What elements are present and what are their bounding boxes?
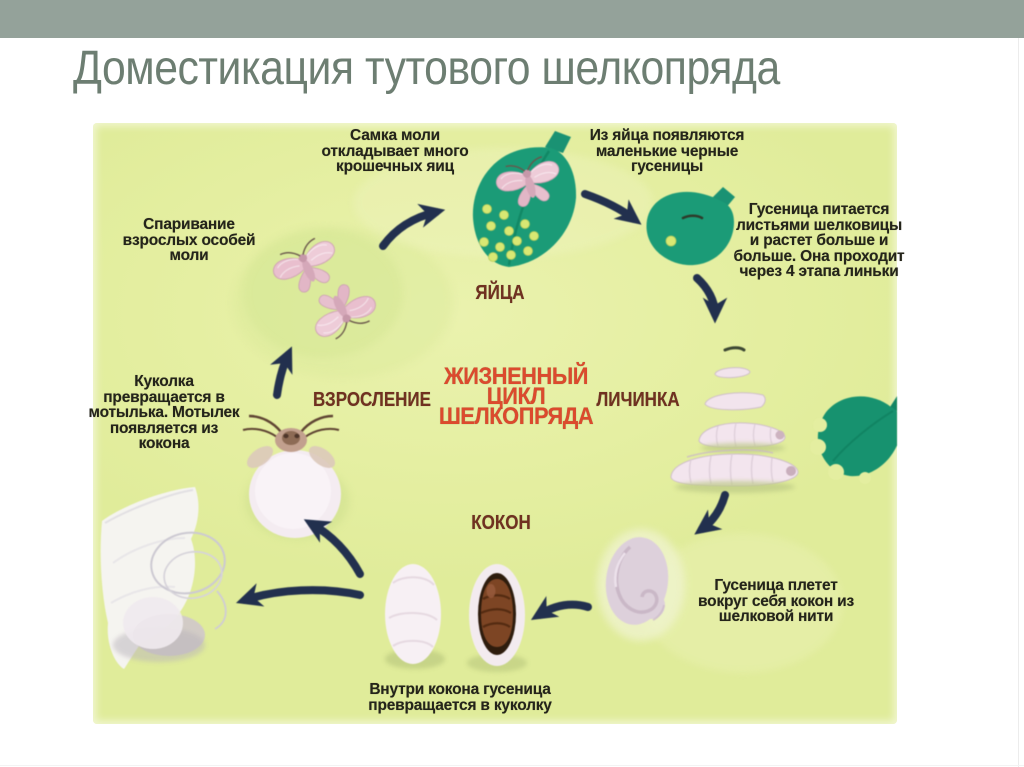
arrow-hatch-to-larva: [693, 274, 728, 324]
spinning-cocoon-illustration: [597, 529, 685, 641]
slide-title: Доместикация тутового шелкопряда: [73, 42, 780, 95]
stage-label-adult: ВЗРОСЛЕНИЕ: [312, 389, 432, 411]
stage-label-cocoon: КОКОН: [471, 512, 531, 534]
stage-label-larva: ЛИЧИНКА: [596, 389, 680, 411]
cycle-arrows: [235, 190, 729, 621]
annotation-female-lays-eggs: Самка моли откладывает много крошечных я…: [321, 127, 469, 175]
silk-fabric-illustration: [100, 487, 227, 669]
life-cycle-illustration: [100, 131, 897, 673]
slide-bottom-edge-line: [0, 765, 1024, 766]
arrow-spinning-to-cocoon: [530, 595, 592, 621]
egg-dots: [479, 204, 539, 262]
arrow-cocoon-to-silk: [235, 583, 364, 607]
stage-label-eggs: ЯЙЦА: [475, 282, 525, 304]
top-accent-bar: [0, 0, 1024, 38]
open-cocoon-pupa-illustration: [467, 564, 527, 672]
annotation-adult-mating: Спаривание взрослых особей моли: [122, 216, 256, 264]
mating-moths-illustration: [243, 228, 403, 358]
arrow-eggs-to-hatch: [581, 190, 642, 225]
slide-right-edge-line: [1018, 38, 1019, 767]
life-cycle-diagram: Самка моли откладывает много крошечных я…: [89, 123, 905, 724]
arrow-mating-to-eggs: [379, 203, 446, 250]
cycle-center-title: ЖИЗНЕННЫЙ ЦИКЛ ШЕЛКОПРЯДА: [438, 363, 594, 430]
bitten-leaf-illustration: [810, 396, 897, 484]
moth-emerging-cocoon-illustration: [242, 414, 349, 539]
annotation-eggs-hatch: Из яйца появляются маленькие черные гусе…: [589, 127, 745, 175]
arrow-larva-to-spinning: [694, 491, 729, 535]
newborn-caterpillar-leaf: [646, 187, 735, 266]
annotation-caterpillar-feeds: Гусеница питается листьями шелковицы и р…: [733, 201, 905, 280]
annotation-inside-cocoon: Внутри кокона гусеница превращается в ку…: [368, 681, 552, 714]
annotation-pupa-to-moth: Куколка превращается в мотылька. Мотылек…: [88, 373, 240, 452]
larva-growth-illustration: [670, 346, 799, 493]
arrow-moth-to-mating: [270, 346, 293, 399]
arrow-cocoon-to-moth: [303, 519, 364, 578]
cocoon-illustration: [385, 564, 445, 669]
annotation-spins-cocoon: Гусеница плетет вокруг себя кокон из шел…: [698, 577, 854, 625]
